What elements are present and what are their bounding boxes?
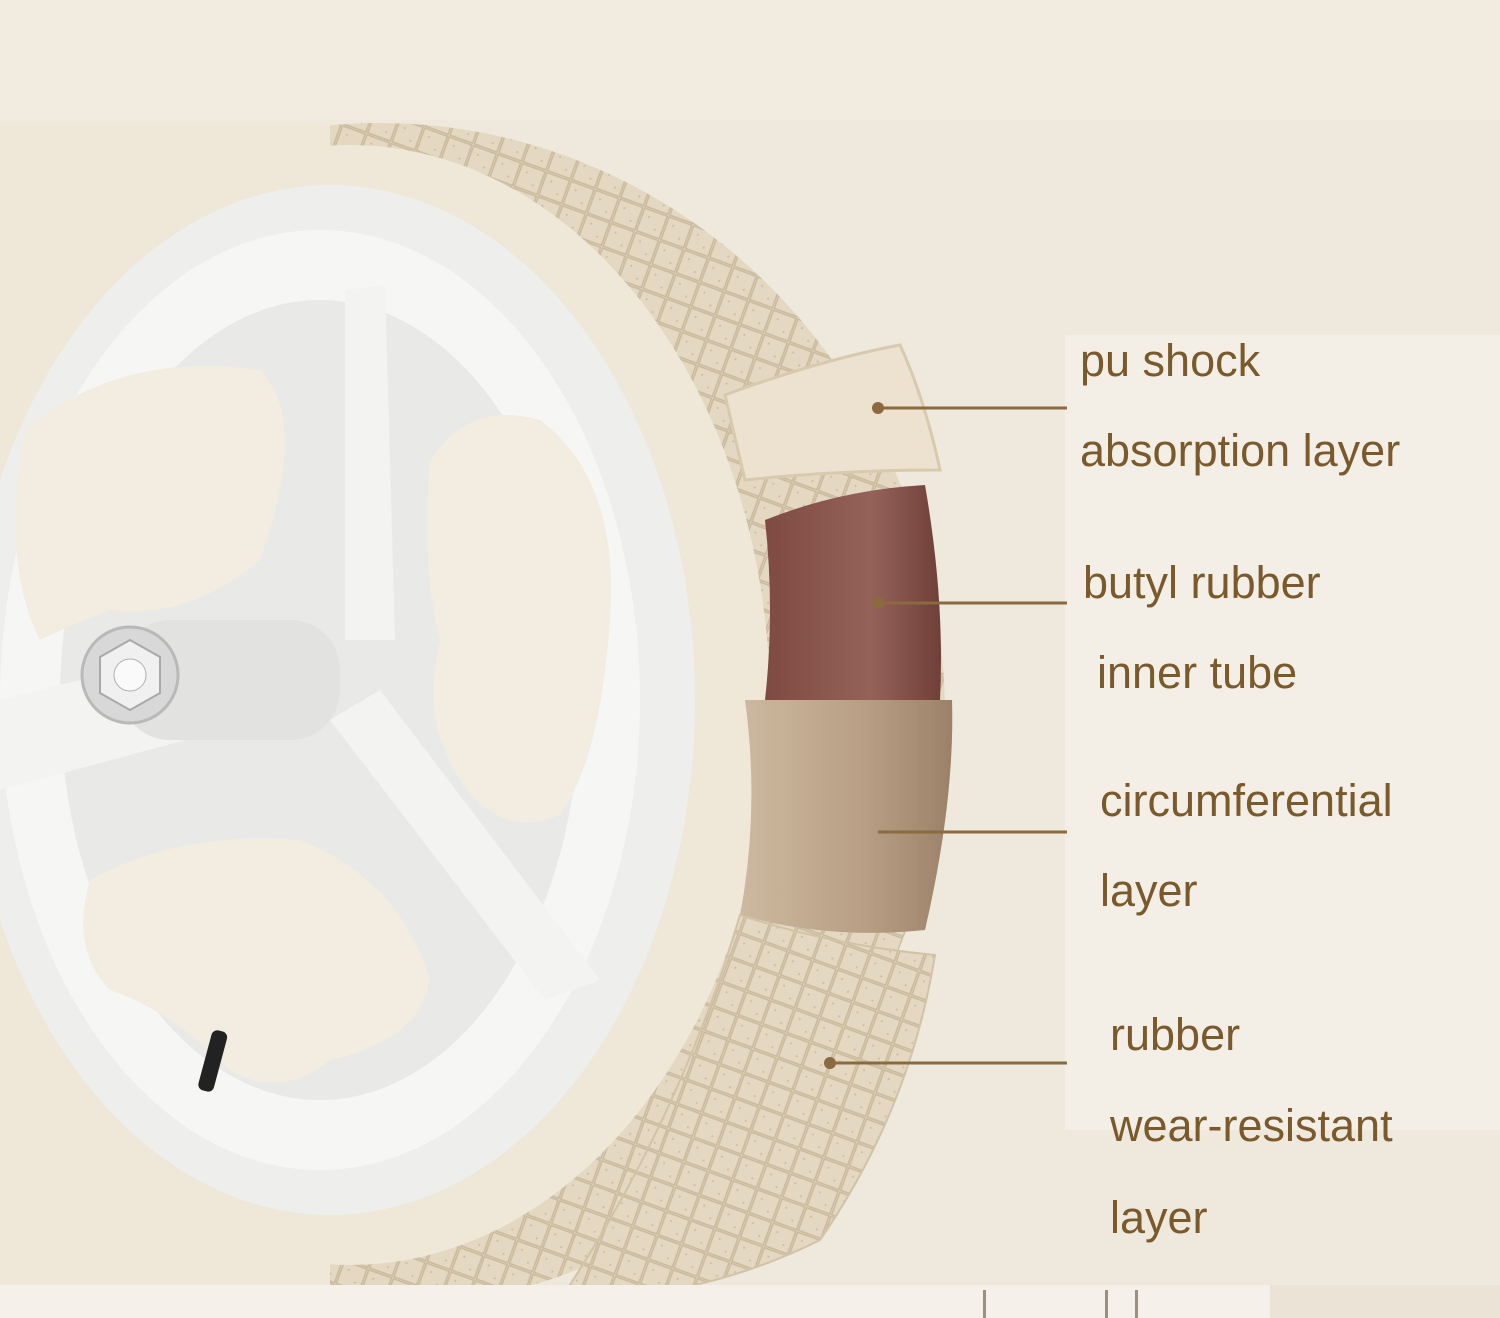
label-butyl-line1: butyl rubber	[1083, 557, 1321, 608]
label-circumferential-line2: layer	[1100, 865, 1198, 916]
valve-stem-icon	[198, 1030, 228, 1092]
inner-tube-section	[765, 485, 941, 700]
rim	[0, 185, 695, 1215]
background-band	[0, 0, 1500, 120]
circumferential-layer-section	[740, 700, 953, 933]
label-pu-shock-line2: absorption layer	[1080, 425, 1401, 476]
rubber-wear-resistant-layer-section	[558, 913, 937, 1302]
label-pu-shock-line1: pu shock	[1080, 335, 1261, 386]
label-rubber-line2: wear-resistant	[1110, 1100, 1393, 1151]
label-panel-background	[1065, 335, 1500, 1130]
label-rubber-line3: layer	[1110, 1192, 1208, 1243]
hub	[120, 620, 340, 740]
label-rubber-line1: rubber	[1110, 1009, 1241, 1060]
label-circumferential-line1: circumferential	[1100, 775, 1393, 826]
label-butyl-line2: inner tube	[1097, 647, 1298, 698]
